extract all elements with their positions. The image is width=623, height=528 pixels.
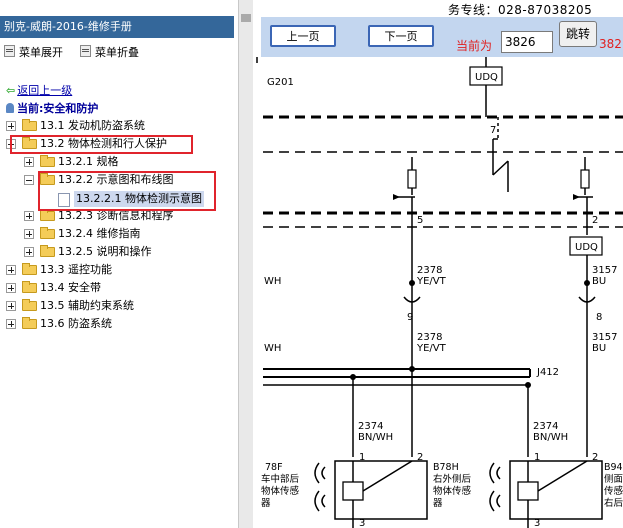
wire-yevt-label: YE/VT	[416, 276, 447, 287]
highlight-box-13-2	[10, 135, 193, 154]
expand-plus-icon[interactable]	[6, 319, 16, 329]
document-icon	[58, 193, 70, 207]
expand-plus-icon[interactable]	[24, 229, 34, 239]
pin-3-left-label: 3	[359, 518, 365, 528]
sensor-b94-line2: 传感	[604, 485, 623, 497]
folder-open-icon	[40, 173, 55, 185]
tree-item-13-2-5[interactable]: 13.2.5 说明和操作	[0, 244, 238, 260]
expand-plus-icon[interactable]	[6, 265, 16, 275]
page-total-truncated: 382	[599, 37, 622, 51]
wire-2374-left-label: 2374	[358, 421, 383, 432]
pin-8-label: 8	[596, 312, 602, 323]
sensor-b78h-line3: 器	[433, 498, 443, 509]
pin-1-right-label: 1	[534, 452, 540, 463]
sensor-b78f-code: 78F	[265, 462, 283, 473]
manual-title-bar: 别克-威朗-2016-维修手册	[0, 16, 234, 38]
wire-wh-left-label: WH	[264, 276, 281, 287]
sensor-b94-line3: 右后	[604, 497, 623, 509]
wire-wh-lower-label: WH	[264, 343, 281, 354]
udq-top-label: UDQ	[475, 72, 498, 83]
menu-collapse-button[interactable]: 菜单折叠	[80, 44, 139, 60]
menu-expand-button[interactable]: 菜单展开	[4, 44, 63, 60]
tree-item-13-2-2[interactable]: 13.2.2 示意图和布线图	[0, 172, 238, 188]
sensor-b94-line1: 侧面	[604, 473, 623, 485]
wire-bnwh-left-label: BN/WH	[358, 432, 393, 443]
folder-icon	[40, 245, 55, 257]
diagram-view: 务专线：028-87038205 上一页 下一页 当前为 跳转 382	[253, 0, 623, 528]
folder-icon	[22, 299, 37, 311]
sensor-b78f-line3: 器	[261, 498, 271, 509]
expand-plus-icon[interactable]	[24, 157, 34, 167]
tree-item-13-2-3[interactable]: 13.2.3 诊断信息和程序	[0, 208, 238, 224]
wiring-diagram: G201 UDQ UDQ 7 5 2 2378 YE/VT 3157 BU WH…	[256, 57, 623, 528]
tree-item-13-1[interactable]: 13.1 发动机防盗系统	[0, 118, 238, 134]
back-link[interactable]: ⇦返回上一级	[6, 84, 73, 97]
wire-bu-lower-label: BU	[592, 343, 606, 354]
pin-7-label: 7	[490, 125, 496, 136]
folder-icon	[22, 263, 37, 275]
next-page-button[interactable]: 下一页	[368, 25, 434, 47]
folder-icon	[40, 227, 55, 239]
folder-icon	[22, 317, 37, 329]
list-icon	[4, 45, 15, 57]
folder-icon	[22, 281, 37, 293]
wire-3157-label: 3157	[592, 265, 617, 276]
ground-label: G201	[267, 77, 294, 88]
tree-item-13-6[interactable]: 13.6 防盗系统	[0, 316, 238, 332]
list-icon	[80, 45, 91, 57]
wire-2378-label: 2378	[417, 265, 442, 276]
tree-item-13-3[interactable]: 13.3 遥控功能	[0, 262, 238, 278]
scrollbar-thumb[interactable]	[241, 14, 251, 22]
current-section-label: 当前:安全和防护	[6, 100, 98, 116]
service-hotline: 务专线：028-87038205	[448, 3, 593, 17]
current-page-input[interactable]	[501, 31, 553, 53]
sensor-b78h-code: B78H	[433, 462, 459, 473]
tree-item-13-2-2-1[interactable]: 13.2.2.1 物体检测示意图	[0, 191, 238, 207]
folder-open-icon	[22, 137, 37, 149]
pin-2-label: 2	[592, 215, 598, 226]
highlight-box-13-2-2	[38, 171, 216, 211]
expand-plus-icon[interactable]	[6, 121, 16, 131]
wire-bu-label: BU	[592, 276, 606, 287]
current-page-label: 当前为	[456, 39, 493, 53]
connector-j412-label: J412	[536, 367, 559, 378]
sensor-b78h-line1: 右外侧后	[433, 473, 472, 485]
sensor-b94-code: B94I	[604, 462, 623, 473]
folder-icon	[22, 119, 37, 131]
panel-scrollbar[interactable]	[238, 0, 253, 528]
collapse-minus-icon[interactable]	[24, 175, 34, 185]
wire-yevt-lower-label: YE/VT	[416, 343, 447, 354]
tree-item-13-4[interactable]: 13.4 安全带	[0, 280, 238, 296]
wire-bnwh-right-label: BN/WH	[533, 432, 568, 443]
sensor-b78f-line2: 物体传感	[261, 485, 300, 497]
wire-3157-lower-label: 3157	[592, 332, 617, 343]
sensor-b78f-line1: 车中部后	[261, 473, 300, 485]
expand-plus-icon[interactable]	[24, 247, 34, 257]
back-arrow-icon: ⇦	[6, 84, 16, 97]
manual-navigation-panel: 别克-威朗-2016-维修手册 菜单展开 菜单折叠 ⇦返回上一级 当前:安全和防…	[0, 0, 239, 528]
pin-5-label: 5	[417, 215, 423, 226]
tree-item-13-2-4[interactable]: 13.2.4 维修指南	[0, 226, 238, 242]
udq-right-label: UDQ	[575, 242, 598, 253]
prev-page-button[interactable]: 上一页	[270, 25, 336, 47]
wire-2378-lower-label: 2378	[417, 332, 442, 343]
folder-icon	[40, 209, 55, 221]
jump-button[interactable]: 跳转	[559, 21, 597, 47]
sensor-b78h-line2: 物体传感	[433, 485, 472, 497]
pin-3-right-label: 3	[534, 518, 540, 528]
pin-1-left-label: 1	[359, 452, 365, 463]
expand-plus-icon[interactable]	[6, 283, 16, 293]
tree-item-13-2[interactable]: 13.2 物体检测和行人保护	[0, 136, 238, 152]
expand-plus-icon[interactable]	[6, 301, 16, 311]
tree-item-13-5[interactable]: 13.5 辅助约束系统	[0, 298, 238, 314]
tree-item-13-2-1[interactable]: 13.2.1 规格	[0, 154, 238, 170]
pin-9-label: 9	[407, 312, 413, 323]
pin-2-right-label: 2	[592, 452, 598, 463]
pin-2-left-label: 2	[417, 452, 423, 463]
expand-plus-icon[interactable]	[24, 211, 34, 221]
location-icon	[6, 103, 14, 113]
wire-2374-right-label: 2374	[533, 421, 558, 432]
folder-icon	[40, 155, 55, 167]
